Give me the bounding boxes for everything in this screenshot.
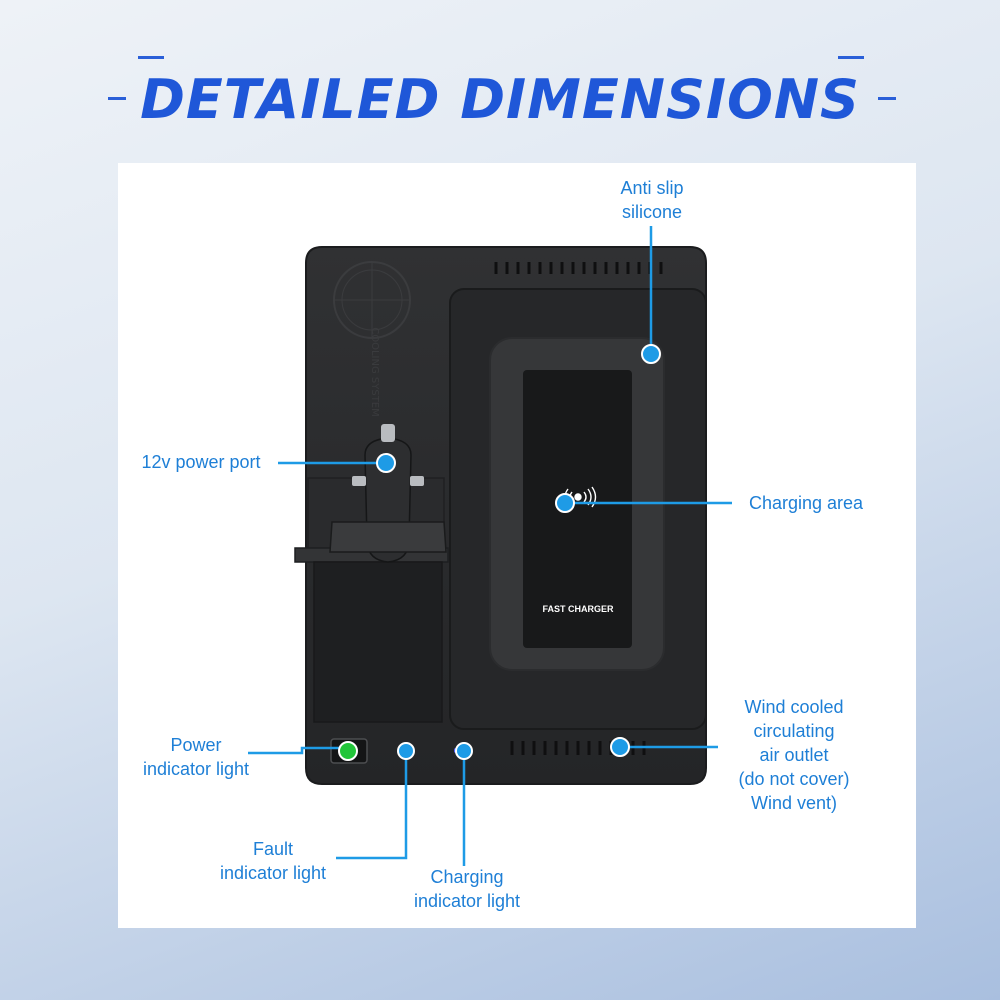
label-12v-power-port: 12v power port bbox=[141, 452, 261, 472]
title-dash-right bbox=[878, 97, 896, 100]
page-title: DETAILED DIMENSIONS bbox=[140, 68, 860, 131]
title-dash-left bbox=[108, 97, 126, 100]
fault-indicator-dot bbox=[397, 742, 415, 760]
callout-lines bbox=[248, 226, 732, 866]
callout-dots bbox=[338, 344, 661, 761]
power-port-dot bbox=[376, 453, 396, 473]
cooling-system-text: COOLING SYSTEM bbox=[369, 327, 380, 417]
title-dash-top-left bbox=[138, 56, 164, 59]
wind-vent-dot bbox=[610, 737, 630, 757]
power-indicator-dot bbox=[338, 741, 358, 761]
cooling-system-logo: COOLING SYSTEM bbox=[333, 261, 411, 417]
anti-slip-dot bbox=[641, 344, 661, 364]
title-dash-top-right bbox=[838, 56, 864, 59]
charging-indicator-dot bbox=[455, 742, 473, 760]
power-plug bbox=[329, 424, 447, 563]
storage-compartment bbox=[313, 561, 443, 723]
charging-area-dot bbox=[555, 493, 575, 513]
charging-pad bbox=[523, 370, 632, 648]
label-charging-area: Charging area bbox=[748, 493, 864, 513]
fast-charger-text: FAST CHARGER bbox=[542, 604, 614, 614]
